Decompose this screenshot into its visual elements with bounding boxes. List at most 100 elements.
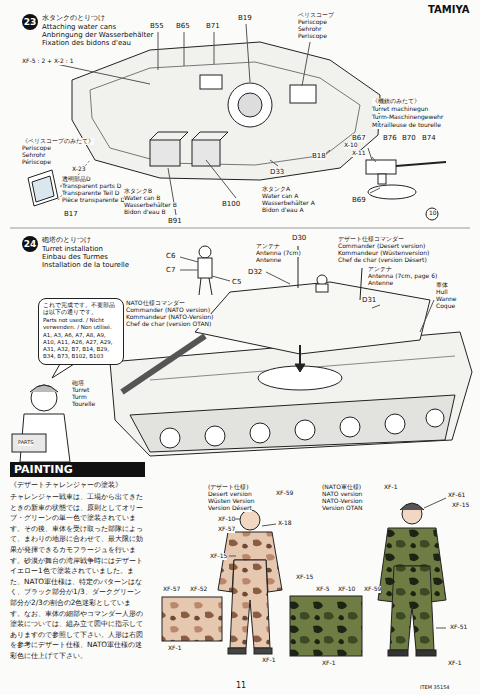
callout-label: Wüsten Version [208, 498, 254, 505]
standing-commander [180, 246, 230, 295]
callout-label: Version OTAN [322, 505, 363, 512]
callout-label: Hull [436, 289, 448, 296]
callout-label: Transparent parts D [62, 183, 121, 190]
callout-label: Periscope [22, 145, 51, 152]
callout-label: XF-1 [168, 645, 182, 652]
callout-label: XF-10 [338, 586, 355, 593]
callout-label: 《機銃のみたて》 [372, 98, 420, 105]
callout-label: Version Désert [208, 505, 252, 512]
callout-label: Antenne [256, 257, 281, 264]
callout-label: B91 [168, 217, 182, 225]
tank-side-view [110, 246, 472, 456]
node-text: A1, A3, A6, A7, A8, A9, A10, A11, A26, A… [43, 332, 119, 360]
callout-label: XF-61 [448, 492, 465, 499]
callout-label: Turret [72, 387, 89, 394]
callout-label: B100 [222, 200, 240, 208]
callout-label: 水タンクのとりつけ [42, 14, 105, 22]
callout-label: C6 [166, 252, 175, 260]
callout-label: Fixation des bidons d'eau [42, 39, 131, 47]
callout-label: Desert version [208, 491, 252, 498]
callout-label: B74 [422, 134, 436, 142]
callout-label: XF-1 [322, 660, 336, 667]
bubble-tail-and-figure [12, 364, 74, 462]
callout-label: NATO version [322, 491, 362, 498]
callout-label: XF-10 [218, 516, 235, 523]
callout-label: XF-15 [452, 502, 469, 509]
callout-label: TAMIYA [428, 4, 469, 16]
callout-label: X-10 [344, 142, 358, 149]
callout-label: B70 [402, 134, 416, 142]
callout-label: デザート仕様コマンダー [338, 236, 404, 243]
callout-label: Wasserbehälter A [262, 200, 315, 207]
callout-label: 砲塔 [72, 380, 84, 387]
callout-label: Water can A [262, 193, 298, 200]
callout-label: XF-1 [384, 484, 398, 491]
callout-label: Tourelle [72, 401, 95, 408]
callout-label: B65 [176, 22, 190, 30]
callout-label: Turret installation [42, 245, 103, 253]
callout-label: D30 [292, 234, 306, 242]
callout-label: Turm-Maschinengewehr [372, 114, 443, 121]
callout-label: Bidon d'eau A [262, 207, 304, 214]
step23-turret [56, 24, 380, 215]
callout-label: XF-1 [262, 657, 276, 664]
callout-label: Attaching water cans [42, 23, 116, 31]
callout-label: Turm [72, 394, 87, 401]
callout-label: XF-57 [163, 586, 180, 593]
callout-label: アンテナ [256, 243, 280, 250]
callout-label: Commander (Desert version) [338, 243, 425, 250]
callout-label: Periscope [298, 19, 327, 26]
node-text: Parts not used. / Nicht verwenden. / Non… [43, 317, 119, 331]
callout-label: 透明部品D [62, 176, 91, 183]
callout-label: X-23 [72, 166, 86, 173]
node-text: PAINTING [14, 463, 73, 476]
callout-label: (デザート仕様) [208, 484, 249, 491]
callout-label: 水タンクB [124, 188, 152, 195]
callout-label: Pièce transparente D [62, 197, 125, 204]
note-paragraph: チャレンジャー戦車は、工場から出てきたときの新車の状態では、原則としてオリーブ・… [10, 492, 145, 662]
callout-label: D31 [362, 296, 376, 304]
callout-label: 車体 [436, 282, 448, 289]
callout-label: PARTS [18, 440, 33, 446]
callout-label: Kommandeur (NATO-Version) [126, 314, 213, 321]
callout-label: B17 [64, 210, 78, 218]
callout-label: C5 [232, 278, 241, 286]
node-text: 23 [24, 17, 37, 27]
callout-label: Kommandeur (Wüstenversion) [338, 250, 429, 257]
callout-label: XF-51 [450, 624, 467, 631]
callout-label: X-18 [278, 520, 292, 527]
callout-label: XF-5 : 2 + X-2 : 1 [22, 58, 74, 65]
callout-label: XF-57 [218, 526, 235, 533]
callout-label: ITEM 35154 [420, 685, 450, 691]
callout-label: Wasserbehälter B [124, 202, 177, 209]
callout-label: Periscope [298, 33, 327, 40]
node-text: これで完成です。不要部品は以下の通りです。 [43, 302, 119, 316]
callout-label: C7 [166, 266, 175, 274]
callout-label: Commander (NATO version) [126, 307, 210, 314]
callout-label: Wanne [436, 296, 457, 303]
callout-label: XF-15 [296, 574, 313, 581]
callout-label: D33 [270, 168, 284, 176]
callout-label: XF-59 [364, 586, 381, 593]
callout-label: B76 [383, 134, 397, 142]
callout-label: XF-1 [448, 660, 462, 667]
callout-label: Sehrohr [298, 26, 322, 33]
callout-label: 11 [236, 681, 246, 690]
callout-label: 《デザートチャレンジャーの塗装》 [10, 481, 122, 489]
callout-label: Transparente Teil D [62, 190, 119, 197]
callout-label: Turret machinegun [372, 106, 428, 113]
callout-label: 砲塔のとりつけ [42, 236, 91, 244]
callout-label: Antenne [368, 280, 393, 287]
callout-label: Chef de char (version OTAN) [126, 321, 211, 328]
callout-label: Einbau des Turmes [42, 253, 108, 261]
callout-label: B19 [238, 14, 252, 22]
callout-label: NATO仕様コマンダー [126, 300, 185, 307]
callout-label: アンテナ [368, 266, 392, 273]
callout-label: Installation de la tourelle [42, 261, 129, 269]
callout-label: B55 [150, 22, 164, 30]
callout-label: Sehrohr [22, 152, 46, 159]
speech-bubble: これで完成です。不要部品は以下の通りです。Parts not used. / N… [38, 298, 124, 365]
callout-label: Water can B [124, 195, 160, 202]
callout-label: B18 [312, 152, 326, 160]
